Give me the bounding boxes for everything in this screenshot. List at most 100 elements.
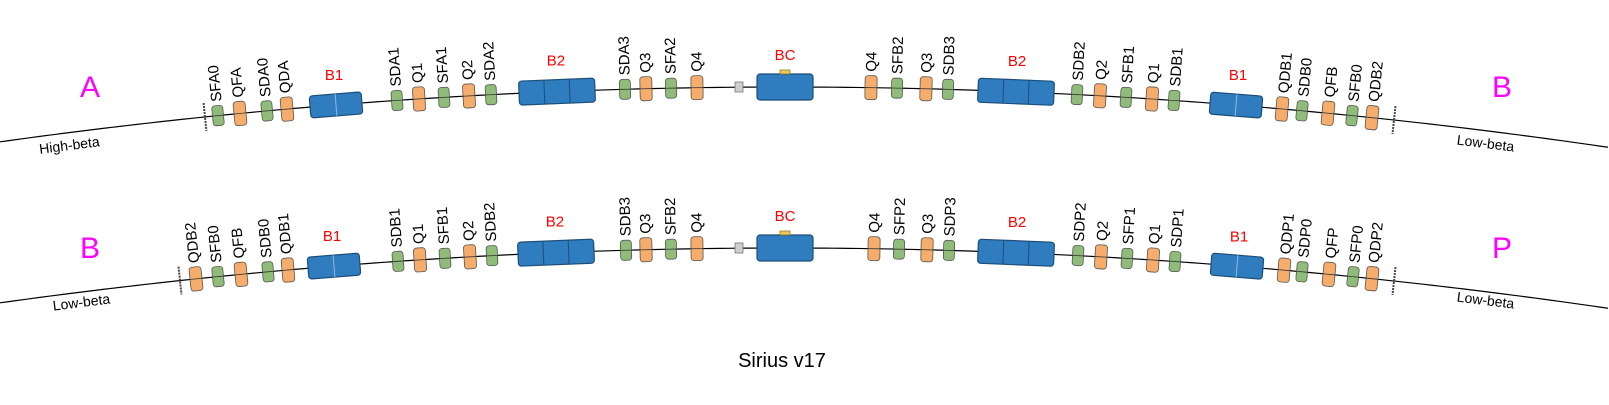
magnet-dipole1-b1: B1 [1209, 228, 1265, 280]
sextupole-axis [1072, 254, 1084, 257]
magnet-sextupole-sfb0: SFB0 [1345, 64, 1366, 127]
magnet-label: SDP3 [941, 197, 959, 237]
magnet-label: SDB2 [481, 202, 500, 242]
sextupole-axis [212, 275, 224, 278]
dipole-body [518, 77, 596, 106]
magnet-sextupole-sdp3: SDP3 [941, 197, 960, 261]
magnet-label: Q3 [918, 53, 935, 73]
sextupole-axis [212, 114, 224, 117]
dipole-body [517, 238, 595, 267]
magnet-sextupole-sfb2: SFB2 [662, 197, 680, 260]
magnet-quadrupole-q3: Q3 [637, 52, 655, 102]
dipole-segment [1002, 79, 1005, 104]
beta-label-right: Low-beta [1456, 289, 1515, 312]
magnet-label: Q1 [410, 223, 428, 244]
magnet-dipole1-b1: B1 [1208, 67, 1264, 119]
dipole-body [756, 73, 814, 101]
sextupole-axis [439, 257, 451, 260]
sextupole-axis [1120, 96, 1132, 99]
magnet-quadrupole-qdb2: QDB2 [182, 221, 204, 292]
magnet-sextupole-sdb1: SDB1 [386, 208, 406, 272]
quadrupole-axis [1275, 108, 1289, 110]
sextupole-axis [1168, 99, 1180, 102]
sextupole-axis [1296, 270, 1308, 273]
dipole-segment [542, 241, 545, 266]
magnet-sextupole-sdb3: SDB3 [940, 36, 959, 100]
sextupole-axis [486, 254, 498, 257]
quadrupole-axis [1094, 256, 1108, 258]
magnet-sextupole-sfp2: SFP2 [891, 197, 909, 260]
magnet-dipole1-b1: B1 [308, 67, 364, 119]
magnet-quadrupole-q2: Q2 [459, 59, 477, 109]
dipole-label: B1 [325, 67, 343, 84]
quadrupole-axis [1277, 269, 1291, 272]
magnet-label: Q1 [1146, 224, 1164, 245]
dipole-label: B2 [1008, 53, 1026, 70]
magnet-dipole2-b2: B2 [517, 214, 595, 267]
quadrupole-axis [1322, 273, 1336, 276]
magnet-quadrupole-q3: Q3 [637, 213, 655, 263]
magnet-dipolec-bc: BC [734, 208, 814, 262]
magnet-label: SDB1 [386, 208, 406, 248]
dipole-label: B2 [1008, 214, 1026, 231]
magnet-label: SDB0 [1295, 57, 1316, 98]
magnet-sextupole-sda2: SDA2 [480, 41, 499, 106]
magnet-sextupole-sda1: SDA1 [385, 47, 405, 111]
magnet-sextupole-sfp1: SFP1 [1120, 207, 1139, 269]
section-label-right: P [1492, 232, 1512, 265]
magnet-quadrupole-qfb: QFB [229, 227, 248, 287]
magnet-sextupole-sdb2: SDB2 [1070, 41, 1089, 106]
magnet-label: Q2 [1094, 220, 1112, 241]
magnet-quadrupole-q2: Q2 [1093, 59, 1111, 109]
magnet-sextupole-sda0: SDA0 [254, 57, 275, 122]
dipole-label: B1 [1229, 67, 1247, 84]
magnet-label: SDP1 [1168, 208, 1188, 248]
quadrupole-axis [1093, 95, 1107, 97]
quadrupole-axis [463, 256, 477, 258]
dipole-body [977, 77, 1055, 106]
magnet-label: SDA2 [480, 41, 499, 81]
magnet-quadrupole-q4: Q4 [688, 52, 706, 101]
dipole-body [977, 238, 1055, 267]
sextupole-axis [485, 94, 497, 96]
magnet-label: QDP2 [1366, 221, 1387, 263]
magnet-sextupole-sdb0: SDB0 [255, 218, 276, 283]
dipole-segment [334, 93, 338, 116]
magnet-sextupole-sdb2: SDB2 [481, 202, 500, 267]
magnet-dipole2-b2: B2 [518, 53, 596, 106]
magnet-label: Q3 [637, 52, 654, 72]
sextupole-axis [1121, 257, 1133, 260]
magnet-label: SFP0 [1346, 225, 1367, 264]
dipole-body [756, 234, 814, 262]
bc-monitor [734, 242, 744, 254]
magnet-label: SFB1 [434, 206, 453, 244]
dipole-segment [332, 255, 336, 278]
quadrupole-axis [281, 269, 295, 271]
dipole-segment [568, 79, 571, 104]
quadrupole-axis [462, 95, 476, 97]
magnet-label: SFB2 [889, 36, 907, 74]
magnet-label: QDB1 [1275, 52, 1296, 94]
magnet-label: SDP2 [1071, 202, 1090, 242]
magnet-label: Q4 [863, 52, 880, 72]
sextupole-axis [391, 99, 403, 102]
magnet-label: SFA2 [662, 37, 680, 74]
magnet-sextupole-sdb1: SDB1 [1167, 47, 1187, 112]
magnet-sextupole-sdp0: SDP0 [1295, 218, 1316, 283]
magnet-quadrupole-q1: Q1 [1145, 63, 1163, 112]
magnet-label: Q2 [460, 220, 478, 241]
magnet-label: SFB1 [1119, 45, 1138, 83]
dipole-label: B2 [547, 53, 565, 70]
section-label-right: B [1492, 71, 1512, 104]
magnet-label: SDB3 [940, 36, 958, 76]
magnet-sextupole-sfp0: SFP0 [1346, 225, 1367, 288]
dipole-segment [543, 80, 546, 105]
dipole-segment [1027, 241, 1030, 266]
dipole-segment [567, 240, 570, 265]
quadrupole-axis [412, 98, 426, 100]
magnet-sextupole-sfb0: SFB0 [205, 224, 226, 288]
magnet-label: SDB1 [1167, 47, 1187, 87]
magnet-label: SFP2 [891, 197, 909, 235]
diagram-caption: Sirius v17 [738, 350, 826, 372]
quadrupole-axis [413, 259, 427, 261]
